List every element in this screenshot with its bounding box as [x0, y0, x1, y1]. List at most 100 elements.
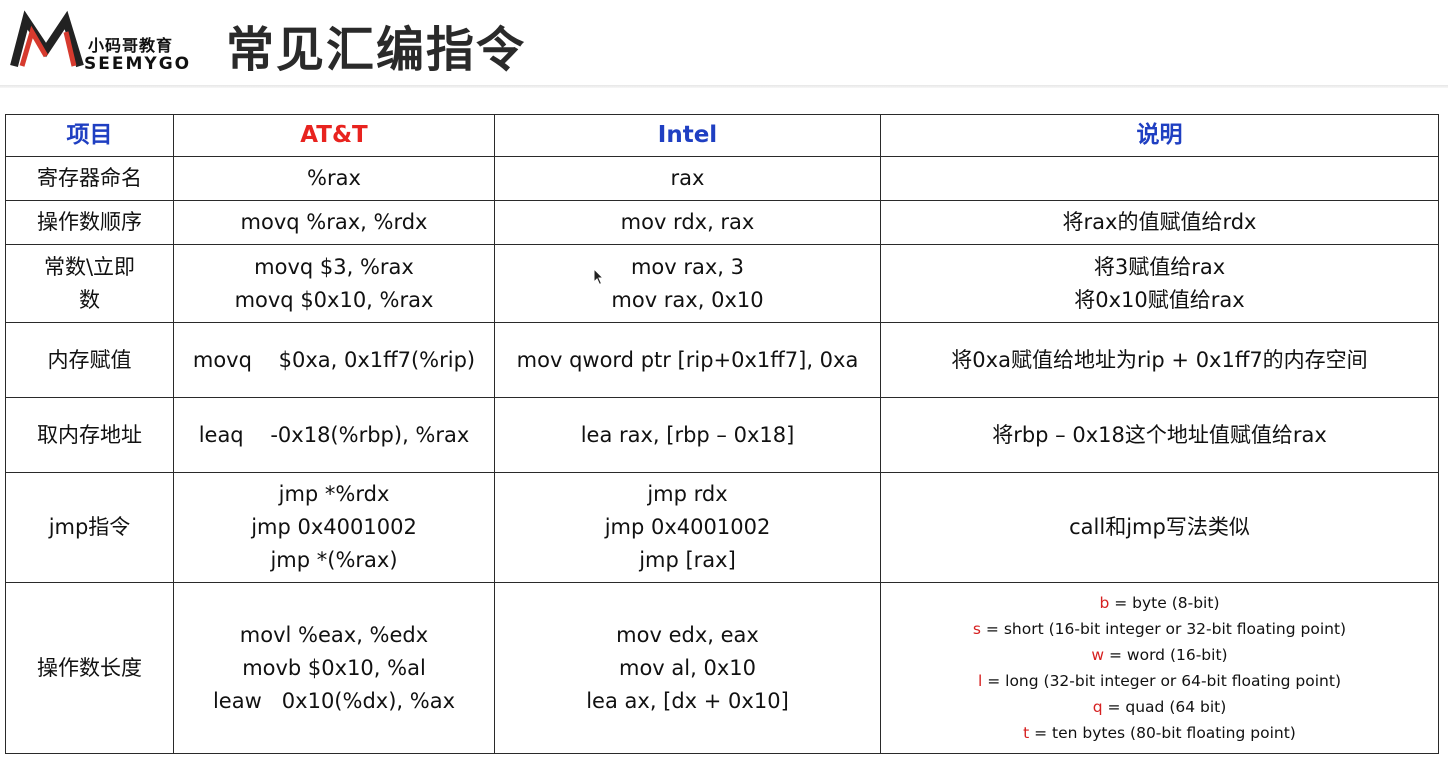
logo-english-text: SEEMYGO: [84, 54, 192, 74]
cell-text-line: mov edx, eax: [616, 622, 759, 647]
cell-text-line: 将3赋值给rax: [1093, 254, 1226, 279]
cell-item: 常数\立即数: [5, 244, 174, 323]
cell-att: leaq -0x18(%rbp), %rax: [173, 397, 495, 473]
cell-intel: mov edx, eax mov al, 0x10 lea ax, [dx + 0x…: [494, 582, 881, 754]
cell-text-line: 常数\立即: [43, 254, 136, 279]
cell-text-line: rax: [670, 166, 705, 190]
table-row: 取内存地址 leaq -0x18(%rbp), %rax lea rax, [rbp…: [5, 397, 1439, 473]
cell-text-line: movl %eax, %edx: [239, 622, 429, 647]
cell-item: jmp指令: [5, 472, 174, 583]
cell-text-line: movq %rax, %rdx: [240, 210, 428, 234]
legend-letter: t: [1023, 724, 1030, 742]
cell-text-line: jmp *(%rax): [270, 548, 398, 572]
slide-header: 小码哥教育 SEEMYGO 常见汇编指令: [0, 0, 1448, 95]
cell-intel: mov qword ptr [rip+0x1ff7], 0xa: [494, 322, 881, 398]
legend-text: = ten bytes (80-bit floating point): [1029, 724, 1296, 742]
table-row: 内存赋值 movq $0xa, 0x1ff7(%rip) mov qword ptr…: [5, 322, 1439, 398]
cell-item: 取内存地址: [5, 397, 174, 473]
cell-text-line: %rax: [307, 166, 361, 190]
cell-att: movq $0xa, 0x1ff7(%rip): [173, 322, 495, 398]
column-header-att: AT&T: [173, 114, 495, 157]
cell-text-line: 操作数长度: [37, 655, 142, 680]
cell-text-line: 数: [79, 287, 100, 312]
cell-text-line: jmp [rax]: [639, 548, 736, 572]
cell-text-line: jmp *%rdx: [278, 482, 390, 506]
cell-text-line: movq $0x10, %rax: [234, 287, 434, 312]
legend-text: = long (32-bit integer or 64-bit floatin…: [982, 672, 1341, 690]
table-row: 操作数长度 movl %eax, %edx movb $0x10, %al leaw …: [5, 582, 1439, 754]
cell-text-line: movb $0x10, %al: [242, 655, 426, 680]
page-title: 常见汇编指令: [226, 22, 527, 78]
column-header-description: 说明: [880, 114, 1439, 157]
cell-text-line: leaq -0x18(%rbp), %rax: [198, 422, 470, 447]
table-row: 常数\立即数 movq $3, %rax movq $0x10, %rax mov r…: [5, 244, 1439, 323]
cell-att: movl %eax, %edx movb $0x10, %al leaw 0x10(…: [173, 582, 495, 754]
legend-letter: q: [1092, 698, 1103, 716]
cell-description: 将3赋值给rax 将0x10赋值给rax: [880, 244, 1439, 323]
table-row: 寄存器命名 %rax rax: [5, 156, 1439, 201]
cell-description: 将rax的值赋值给rdx: [880, 200, 1439, 245]
cell-text-line: mov rdx, rax: [620, 210, 755, 234]
cell-text-line: 将0xa赋值给地址为rip + 0x1ff7的内存空间: [951, 347, 1368, 372]
cell-text-line: movq $3, %rax: [254, 254, 414, 279]
cell-description: 将0xa赋值给地址为rip + 0x1ff7的内存空间: [880, 322, 1439, 398]
cell-description: 将rbp – 0x18这个地址值赋值给rax: [880, 397, 1439, 473]
legend-letter: b: [1099, 594, 1110, 612]
column-header-intel: Intel: [494, 114, 881, 157]
mouse-cursor-icon: [593, 268, 605, 286]
cell-text-line: 将0x10赋值给rax: [1074, 287, 1245, 312]
cell-intel: lea rax, [rbp – 0x18]: [494, 397, 881, 473]
cell-text-line: jmp指令: [48, 515, 131, 539]
cell-text-line: 内存赋值: [47, 347, 132, 372]
cell-text-line: 取内存地址: [37, 422, 142, 447]
cell-text-line: 寄存器命名: [37, 166, 142, 190]
legend-entry: s = short (16-bit integer or 32-bit floa…: [885, 616, 1434, 642]
legend-text: = word (16-bit): [1104, 646, 1228, 664]
table-body: 寄存器命名 %rax rax 操作数顺序 movq %rax, %rdx mov rdx,…: [5, 156, 1439, 754]
legend-letter: w: [1091, 646, 1105, 664]
seemygo-logo: 小码哥教育 SEEMYGO: [8, 10, 203, 74]
legend-letter: s: [972, 620, 981, 638]
table-row: 操作数顺序 movq %rax, %rdx mov rdx, rax 将rax的值赋值…: [5, 200, 1439, 245]
cell-text-line: 操作数顺序: [37, 210, 142, 234]
legend-entry: b = byte (8-bit): [885, 590, 1434, 616]
cell-att: movq %rax, %rdx: [173, 200, 495, 245]
legend-entry: q = quad (64 bit): [885, 694, 1434, 720]
cell-item: 寄存器命名: [5, 156, 174, 201]
legend-entry: l = long (32-bit integer or 64-bit float…: [885, 668, 1434, 694]
cell-text-line: call和jmp写法类似: [1069, 515, 1250, 539]
cell-text-line: jmp rdx: [647, 482, 728, 506]
cell-text-line: 将rax的值赋值给rdx: [1062, 210, 1257, 234]
cell-intel: mov rax, 3 mov rax, 0x10: [494, 244, 881, 323]
cell-att: movq $3, %rax movq $0x10, %rax: [173, 244, 495, 323]
logo-chinese-text: 小码哥教育: [88, 36, 174, 55]
cell-text-line: mov rax, 0x10: [611, 287, 764, 312]
column-header-item: 项目: [5, 114, 174, 157]
cell-text-line: mov rax, 3: [630, 254, 745, 279]
cell-item: 操作数顺序: [5, 200, 174, 245]
cell-item: 内存赋值: [5, 322, 174, 398]
cell-intel: mov rdx, rax: [494, 200, 881, 245]
cell-intel: rax: [494, 156, 881, 201]
cell-text-line: 将rbp – 0x18这个地址值赋值给rax: [992, 422, 1327, 447]
cell-text-line: lea ax, [dx + 0x10]: [586, 688, 789, 713]
cell-text-line: jmp 0x4001002: [604, 515, 771, 539]
cell-text-line: jmp 0x4001002: [251, 515, 417, 539]
legend-text: = byte (8-bit): [1109, 594, 1220, 612]
cell-text-line: mov qword ptr [rip+0x1ff7], 0xa: [516, 347, 859, 372]
legend-letter: l: [977, 672, 983, 690]
legend-entry: w = word (16-bit): [885, 642, 1434, 668]
cell-text-line: movq $0xa, 0x1ff7(%rip): [192, 347, 476, 372]
header-divider: [0, 85, 1448, 88]
cell-att: jmp *%rdx jmp 0x4001002 jmp *(%rax): [173, 472, 495, 583]
legend-text: = quad (64 bit): [1102, 698, 1227, 716]
cell-text-line: mov al, 0x10: [619, 655, 756, 680]
legend-entry: t = ten bytes (80-bit floating point): [885, 720, 1434, 746]
logo-m-icon: [10, 10, 84, 68]
cell-text-line: leaw 0x10(%dx), %ax: [212, 688, 456, 713]
cell-att: %rax: [173, 156, 495, 201]
cell-item: 操作数长度: [5, 582, 174, 754]
